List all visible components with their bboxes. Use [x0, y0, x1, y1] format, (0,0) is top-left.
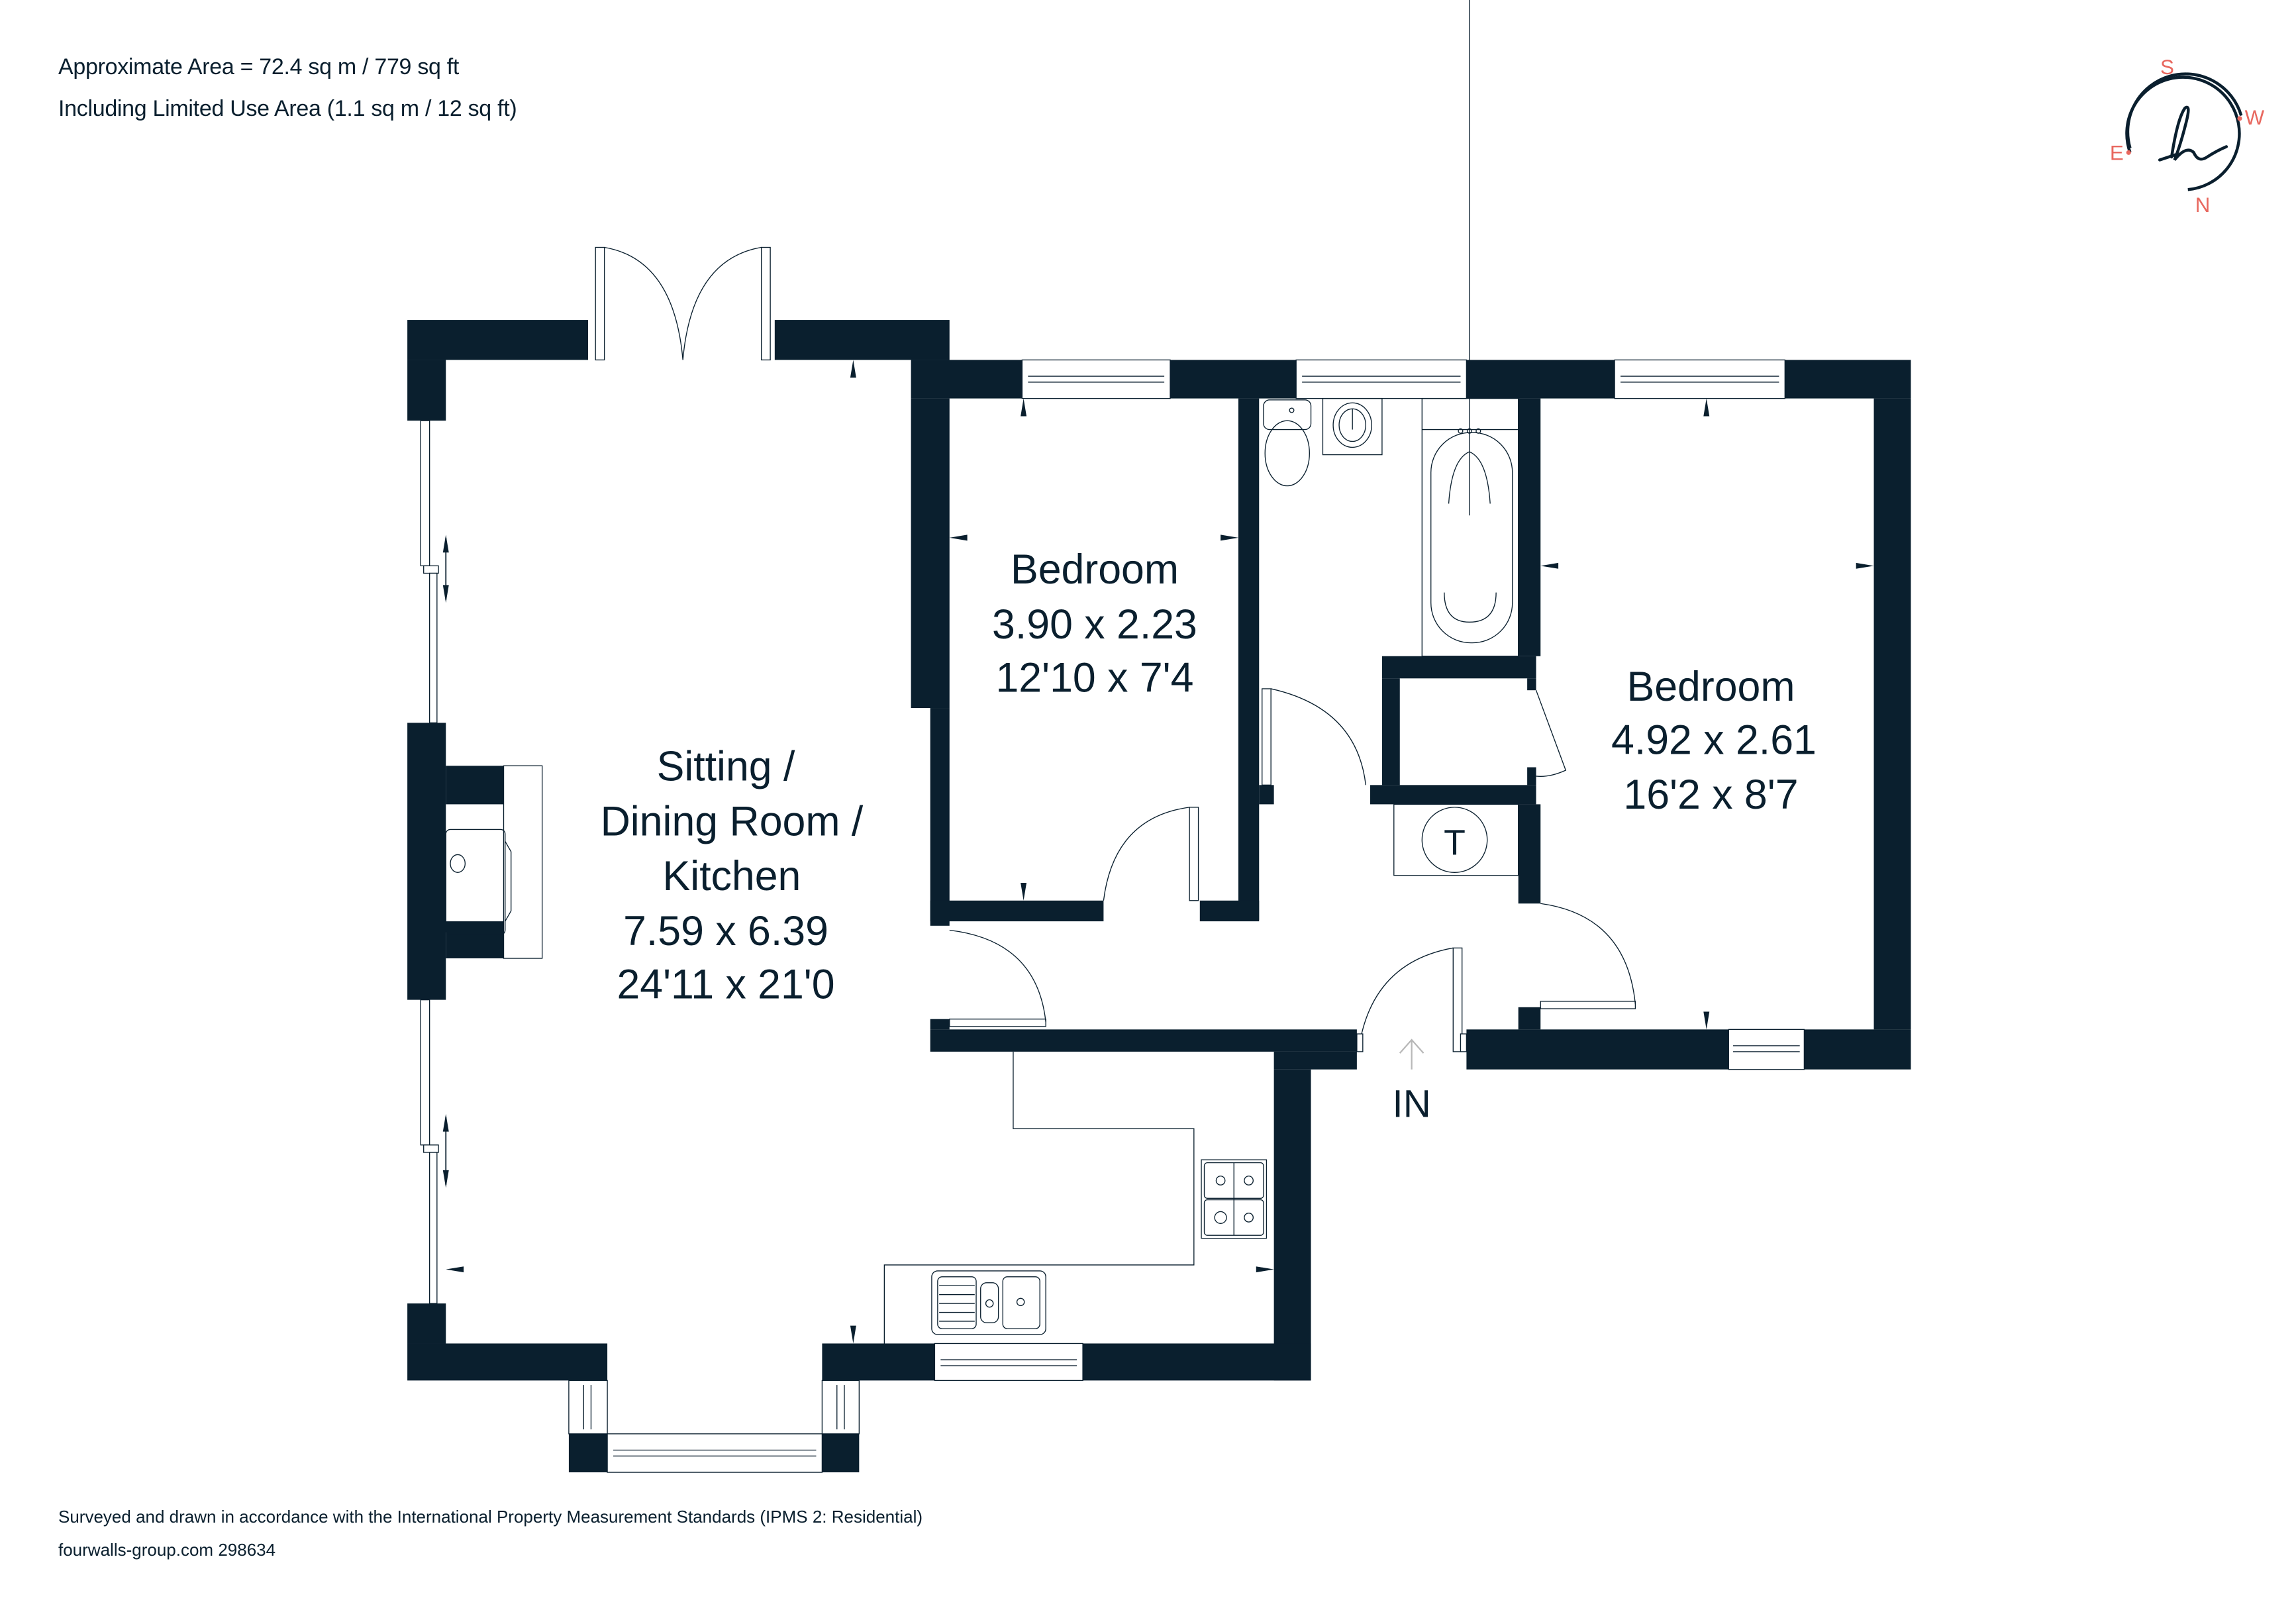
fireplace-hearth-icon [503, 765, 543, 959]
compass-w-label: W [2245, 106, 2265, 129]
sliding-door-icon [420, 999, 430, 1146]
sitting-name-line3: Kitchen [663, 853, 801, 899]
room-label-bedroom1: Bedroom 3.90 x 2.23 12'10 x 7'4 [992, 546, 1197, 701]
window-icon [1614, 359, 1785, 399]
logo-h-glyph-icon [2158, 105, 2228, 162]
entrance-arrow-icon [1399, 1038, 1424, 1070]
fixtures: T [445, 0, 1519, 1344]
windows [420, 359, 1805, 1473]
compass-logo: S W E N [2110, 56, 2265, 217]
water-tank-icon: T [1393, 803, 1519, 876]
sitting-name-line2: Dining Room / [601, 798, 864, 844]
toilet-icon [1263, 399, 1312, 487]
kitchen-worktop-outline [883, 1051, 1195, 1344]
window-icon [568, 1380, 608, 1435]
window-icon [607, 1433, 823, 1473]
limited-use-area-text: Including Limited Use Area (1.1 sq m / 1… [58, 96, 517, 121]
door-icon [595, 246, 605, 361]
sitting-metric: 7.59 x 6.39 [623, 908, 828, 954]
window-icon [1728, 1029, 1805, 1070]
sliding-door-icon [420, 420, 430, 567]
entrance-door-icon [1452, 947, 1463, 1052]
stove-icon [445, 829, 506, 935]
room-label-bedroom2: Bedroom 4.92 x 2.61 16'2 x 8'7 [1611, 664, 1817, 818]
bedroom2-imperial: 16'2 x 8'7 [1623, 772, 1798, 818]
bedroom1-name: Bedroom [1011, 546, 1179, 593]
bedroom2-name: Bedroom [1626, 664, 1795, 710]
door-icon [1540, 1001, 1636, 1009]
walls [407, 320, 1911, 1473]
tank-label: T [1444, 823, 1466, 862]
entrance-label: IN [1393, 1082, 1431, 1125]
room-label-sitting: Sitting / Dining Room / Kitchen 7.59 x 6… [601, 744, 864, 1008]
compass-e-label: E [2110, 142, 2124, 165]
sitting-imperial: 24'11 x 21'0 [617, 961, 834, 1007]
reference-footnote: fourwalls-group.com 298634 [58, 1540, 276, 1560]
compass-s-label: S [2160, 56, 2174, 79]
door-icon [1262, 688, 1272, 786]
door-icon [1189, 807, 1199, 901]
standards-footnote: Surveyed and drawn in accordance with th… [58, 1507, 923, 1527]
bath-icon [1421, 0, 1519, 657]
basin-icon [1322, 397, 1383, 456]
bedroom2-metric: 4.92 x 2.61 [1611, 717, 1817, 763]
sitting-name-line1: Sitting / [657, 744, 795, 790]
approximate-area-text: Approximate Area = 72.4 sq m / 779 sq ft [58, 54, 460, 79]
door-icon [761, 246, 771, 361]
sink-icon [931, 1270, 1046, 1335]
bedroom1-imperial: 12'10 x 7'4 [995, 654, 1193, 701]
compass-n-label: N [2195, 193, 2211, 217]
bedroom1-metric: 3.90 x 2.23 [992, 601, 1197, 648]
window-icon [1295, 359, 1468, 399]
window-icon [934, 1342, 1083, 1382]
doors [595, 246, 1636, 1052]
hob-icon [1201, 1159, 1268, 1239]
window-icon [821, 1380, 860, 1435]
measurement-markers [442, 360, 1874, 1344]
window-icon [1021, 359, 1171, 399]
door-icon [949, 1019, 1046, 1027]
